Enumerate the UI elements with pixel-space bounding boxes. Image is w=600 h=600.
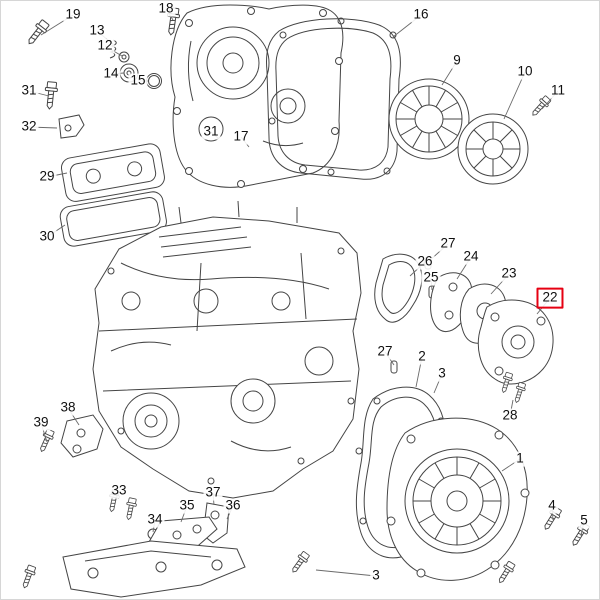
clutch-cover-art: [170, 4, 344, 188]
part-callout-2[interactable]: 2: [416, 348, 428, 365]
bracket-38: [60, 414, 104, 458]
part-callout-24[interactable]: 24: [461, 248, 481, 265]
part-callout-29[interactable]: 29: [37, 168, 57, 185]
cover-gasket-16: [266, 17, 402, 180]
part-callout-12[interactable]: 12: [95, 37, 115, 54]
bracket-32: [58, 114, 85, 139]
part-callout-27[interactable]: 27: [438, 235, 458, 252]
part-callout-35[interactable]: 35: [177, 497, 197, 514]
part-callout-17[interactable]: 17: [231, 128, 251, 145]
part-callout-10[interactable]: 10: [515, 63, 535, 80]
part-callout-15[interactable]: 15: [128, 72, 148, 89]
part-callout-38[interactable]: 38: [58, 399, 78, 416]
part-callout-14[interactable]: 14: [101, 65, 121, 82]
engine-block-art: [92, 200, 362, 499]
part-callout-27[interactable]: 27: [375, 343, 395, 360]
part-callout-25[interactable]: 25: [421, 269, 441, 286]
part-callout-11[interactable]: 11: [548, 82, 568, 99]
part-callout-39[interactable]: 39: [31, 414, 51, 431]
head-cover-29: [60, 143, 165, 202]
clutch-plates-art: [388, 78, 553, 185]
part-callout-22[interactable]: 22: [536, 287, 564, 309]
part-callout-37[interactable]: 37: [203, 484, 223, 501]
part-callout-16[interactable]: 16: [411, 6, 431, 23]
part-callout-23[interactable]: 23: [499, 265, 519, 282]
part-callout-31[interactable]: 31: [19, 82, 39, 99]
part-callout-32[interactable]: 32: [19, 118, 39, 135]
part-callout-18[interactable]: 18: [156, 0, 176, 17]
part-callout-30[interactable]: 30: [37, 228, 57, 245]
part-callout-36[interactable]: 36: [223, 497, 243, 514]
side-cover-1: [386, 417, 530, 581]
part-callout-9[interactable]: 9: [451, 52, 463, 69]
part-callout-3[interactable]: 3: [370, 567, 382, 584]
part-callout-4[interactable]: 4: [546, 497, 558, 514]
part-callout-31[interactable]: 31: [201, 123, 221, 140]
part-callout-26[interactable]: 26: [415, 253, 435, 270]
part-callout-19[interactable]: 19: [63, 6, 83, 23]
pump-covers-art: [374, 253, 554, 405]
part-callout-28[interactable]: 28: [500, 407, 520, 424]
part-callout-13[interactable]: 13: [87, 22, 107, 39]
part-callout-1[interactable]: 1: [514, 450, 526, 467]
front-stay: [62, 540, 246, 598]
part-callout-34[interactable]: 34: [145, 511, 165, 528]
part-callout-3[interactable]: 3: [436, 365, 448, 382]
part-callout-5[interactable]: 5: [578, 512, 590, 529]
part-callout-33[interactable]: 33: [109, 482, 129, 499]
